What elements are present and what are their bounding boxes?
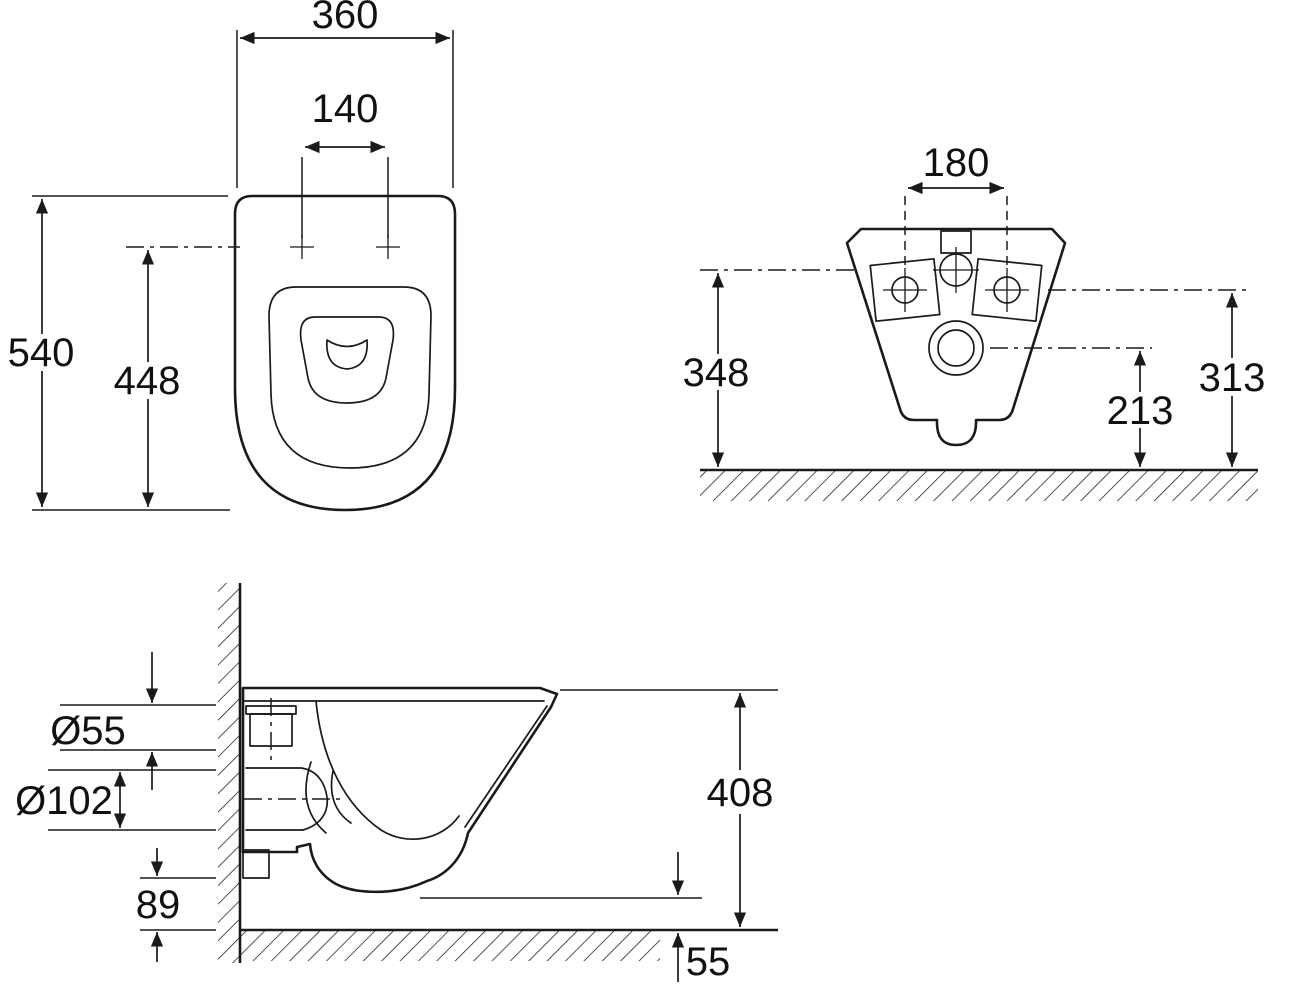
top-view-bowl-rim <box>268 286 432 469</box>
dim-label-360: 360 <box>312 0 379 37</box>
side-view <box>140 583 778 963</box>
top-view-outline <box>233 194 457 512</box>
drain-outlet-outer <box>928 320 984 376</box>
extension-lines-side-view <box>48 689 778 879</box>
dim-label-140: 140 <box>312 87 379 131</box>
front-slope-inner-line <box>464 705 548 828</box>
dim-label-313: 313 <box>1199 356 1266 400</box>
dim-label-213: 213 <box>1107 389 1174 433</box>
dim-label-89: 89 <box>136 883 181 927</box>
bolt-spacing-extensions <box>904 196 1008 268</box>
dim-label-180: 180 <box>923 141 990 185</box>
trap-curve-inner <box>330 770 352 824</box>
dim-label-102dia: Ø102 <box>15 779 113 823</box>
fixing-hole-crosshairs <box>883 268 1029 312</box>
dim-label-408: 408 <box>707 771 774 815</box>
rear-view <box>845 227 1067 447</box>
side-ground-hatch <box>240 931 660 961</box>
top-view-flush-outlet <box>326 339 368 370</box>
mounting-plate-left <box>869 257 941 323</box>
wall-hatch <box>218 583 240 963</box>
side-view-dimensions: Ø55 Ø102 89 408 55 <box>15 652 778 984</box>
side-profile-outline <box>241 686 559 894</box>
top-view <box>233 194 457 512</box>
seat-fixing-crosshairs <box>290 235 400 259</box>
rear-ground-hatch <box>700 471 1258 501</box>
dim-label-348: 348 <box>683 351 750 395</box>
side-profile-foot <box>242 849 270 879</box>
dim-label-55: 55 <box>686 940 731 984</box>
trap-curve-outer <box>305 761 327 834</box>
bowl-inner-wall <box>315 700 460 841</box>
mounting-plate-right <box>971 257 1043 323</box>
extension-lines-top-view <box>32 30 454 511</box>
dim-label-448: 448 <box>114 359 181 403</box>
drain-outlet-inner <box>937 329 975 367</box>
rear-view-dimensions: 180 348 213 313 <box>683 141 1266 501</box>
outlet-pipe-profile <box>245 767 329 831</box>
water-inlet-crosshair <box>933 247 979 293</box>
dim-label-540: 540 <box>8 331 75 375</box>
dim-label-55dia: Ø55 <box>50 709 126 753</box>
top-view-dimensions: 360 140 540 448 <box>8 0 454 511</box>
rear-view-outline <box>845 227 1067 447</box>
top-view-water-surface <box>299 316 395 404</box>
